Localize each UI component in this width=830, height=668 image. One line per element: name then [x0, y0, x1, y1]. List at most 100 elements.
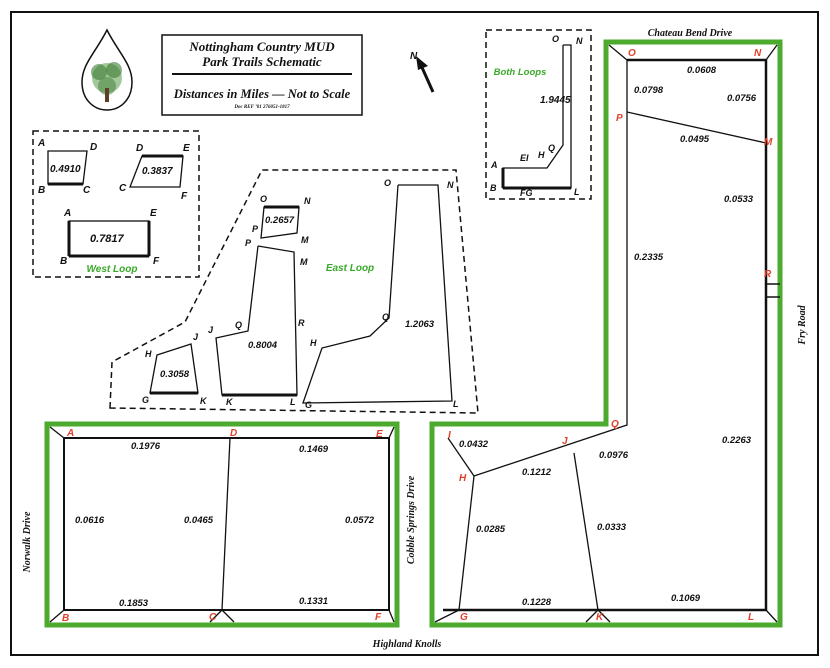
distance-label: 0.1331: [299, 596, 328, 607]
west-inset-label: E: [183, 143, 190, 154]
title-line1: Nottingham Country MUD: [188, 39, 335, 54]
corner-label: H: [459, 473, 467, 484]
map-frame: [10, 11, 819, 656]
corner-label: R: [764, 269, 772, 280]
corner-label: J: [562, 436, 568, 447]
west-park-cross-trail: [221, 437, 231, 611]
east-inset-label: P: [252, 224, 259, 234]
distance-label: 0.0616: [75, 515, 105, 526]
west-park-boundary: [44, 421, 400, 628]
corner-label: P: [616, 113, 623, 124]
trail-ih: [447, 437, 475, 477]
west-inset-label: D: [90, 142, 97, 153]
west-park-trail: [63, 437, 390, 611]
east-inset-label: L: [453, 399, 459, 409]
title-line3: Distances in Miles — Not to Scale: [173, 87, 351, 101]
corner-label: M: [764, 137, 773, 148]
east-inset-label: N: [304, 196, 311, 206]
corner-label: Q: [611, 419, 619, 430]
distance-label: 0.0572: [345, 515, 375, 526]
corner-label: E: [376, 429, 383, 440]
west-inset-label: B: [38, 185, 45, 196]
east-inset-value: 0.3058: [160, 369, 190, 380]
east-loop-title: East Loop: [326, 263, 374, 274]
title-line2: Park Trails Schematic: [202, 54, 322, 69]
east-inset-label: K: [226, 397, 234, 407]
both-inset-label: FG: [520, 188, 533, 198]
corner-label: I: [448, 430, 451, 441]
both-inset-label: A: [490, 160, 498, 170]
east-inset-label: P: [245, 238, 252, 248]
distance-label: 0.2335: [634, 252, 664, 263]
distance-label: 0.0798: [634, 85, 664, 96]
distance-label: 0.1853: [119, 598, 149, 609]
west-inset-label: A: [37, 138, 45, 149]
west-inset-value: 0.3837: [142, 166, 173, 177]
east-inset-label: N: [447, 180, 454, 190]
west-inset-value: 0.4910: [50, 164, 81, 175]
west-inset-label: C: [83, 185, 91, 196]
road-right: Fry Road: [797, 304, 808, 345]
distance-label: 0.0285: [476, 524, 506, 535]
distance-label: 0.0465: [184, 515, 214, 526]
distance-label: 0.1212: [522, 467, 552, 478]
distance-label: 0.2263: [722, 435, 752, 446]
corner-label: G: [460, 612, 468, 623]
east-park-boundary: [429, 39, 783, 628]
road-bottom: Highland Knolls: [372, 639, 442, 650]
corner-label: D: [230, 428, 237, 439]
both-inset-value: 1.9445: [540, 95, 571, 106]
corner-label: F: [375, 612, 382, 623]
distance-label: 0.1069: [671, 593, 701, 604]
corner-label: O: [628, 48, 636, 59]
distance-label: 0.0333: [597, 522, 627, 533]
both-inset-label: L: [574, 187, 580, 197]
distance-label: 0.0495: [680, 134, 710, 145]
east-inset-big: [302, 184, 453, 404]
distance-label: 0.1228: [522, 597, 552, 608]
east-inset-label: H: [310, 338, 317, 348]
distance-label: 0.0608: [687, 65, 717, 76]
east-inset-label: Q: [382, 312, 389, 322]
west-inset-label: D: [136, 143, 143, 154]
east-inset-label: M: [300, 257, 308, 267]
east-inset-value: 1.2063: [405, 319, 435, 330]
both-loops-inset: [485, 29, 592, 200]
west-inset-label: B: [60, 256, 67, 267]
west-inset-label: F: [153, 256, 160, 267]
east-inset-label: G: [305, 400, 312, 410]
distance-label: 0.1469: [299, 444, 329, 455]
east-inset-label: G: [142, 395, 149, 405]
distance-label: 0.1976: [131, 441, 161, 452]
east-inset-value: 0.8004: [248, 340, 278, 351]
both-inset-label: Q: [548, 143, 555, 153]
east-inset-label: O: [384, 178, 391, 188]
title-block: [161, 34, 363, 116]
east-inset-label: O: [260, 194, 267, 204]
east-inset-label: J: [193, 332, 199, 342]
west-inset-value: 0.7817: [90, 233, 125, 245]
west-inset-label: E: [150, 208, 157, 219]
distance-label: 0.0756: [727, 93, 757, 104]
road-top: Chateau Bend Drive: [648, 28, 733, 39]
trail-pm: [626, 111, 767, 144]
east-inset-label: R: [298, 318, 305, 328]
corner-label: B: [62, 613, 69, 624]
east-inset-label: K: [200, 396, 208, 406]
corner-label: K: [596, 612, 604, 623]
corner-label: N: [754, 48, 762, 59]
east-inset-value: 0.2657: [265, 215, 295, 226]
both-inset-label: B: [490, 183, 497, 193]
corner-label: C: [209, 612, 217, 623]
both-inset-label: EI: [520, 153, 529, 163]
mud-logo: [81, 28, 133, 111]
east-inset-label: J: [208, 325, 214, 335]
distance-label: 0.0533: [724, 194, 754, 205]
north-label: N: [410, 51, 418, 62]
west-inset-label: C: [119, 183, 127, 194]
distance-label: 0.0976: [599, 450, 629, 461]
corner-label: A: [66, 428, 74, 439]
both-inset-label: H: [538, 150, 545, 160]
both-loops-title: Both Loops: [494, 67, 547, 78]
